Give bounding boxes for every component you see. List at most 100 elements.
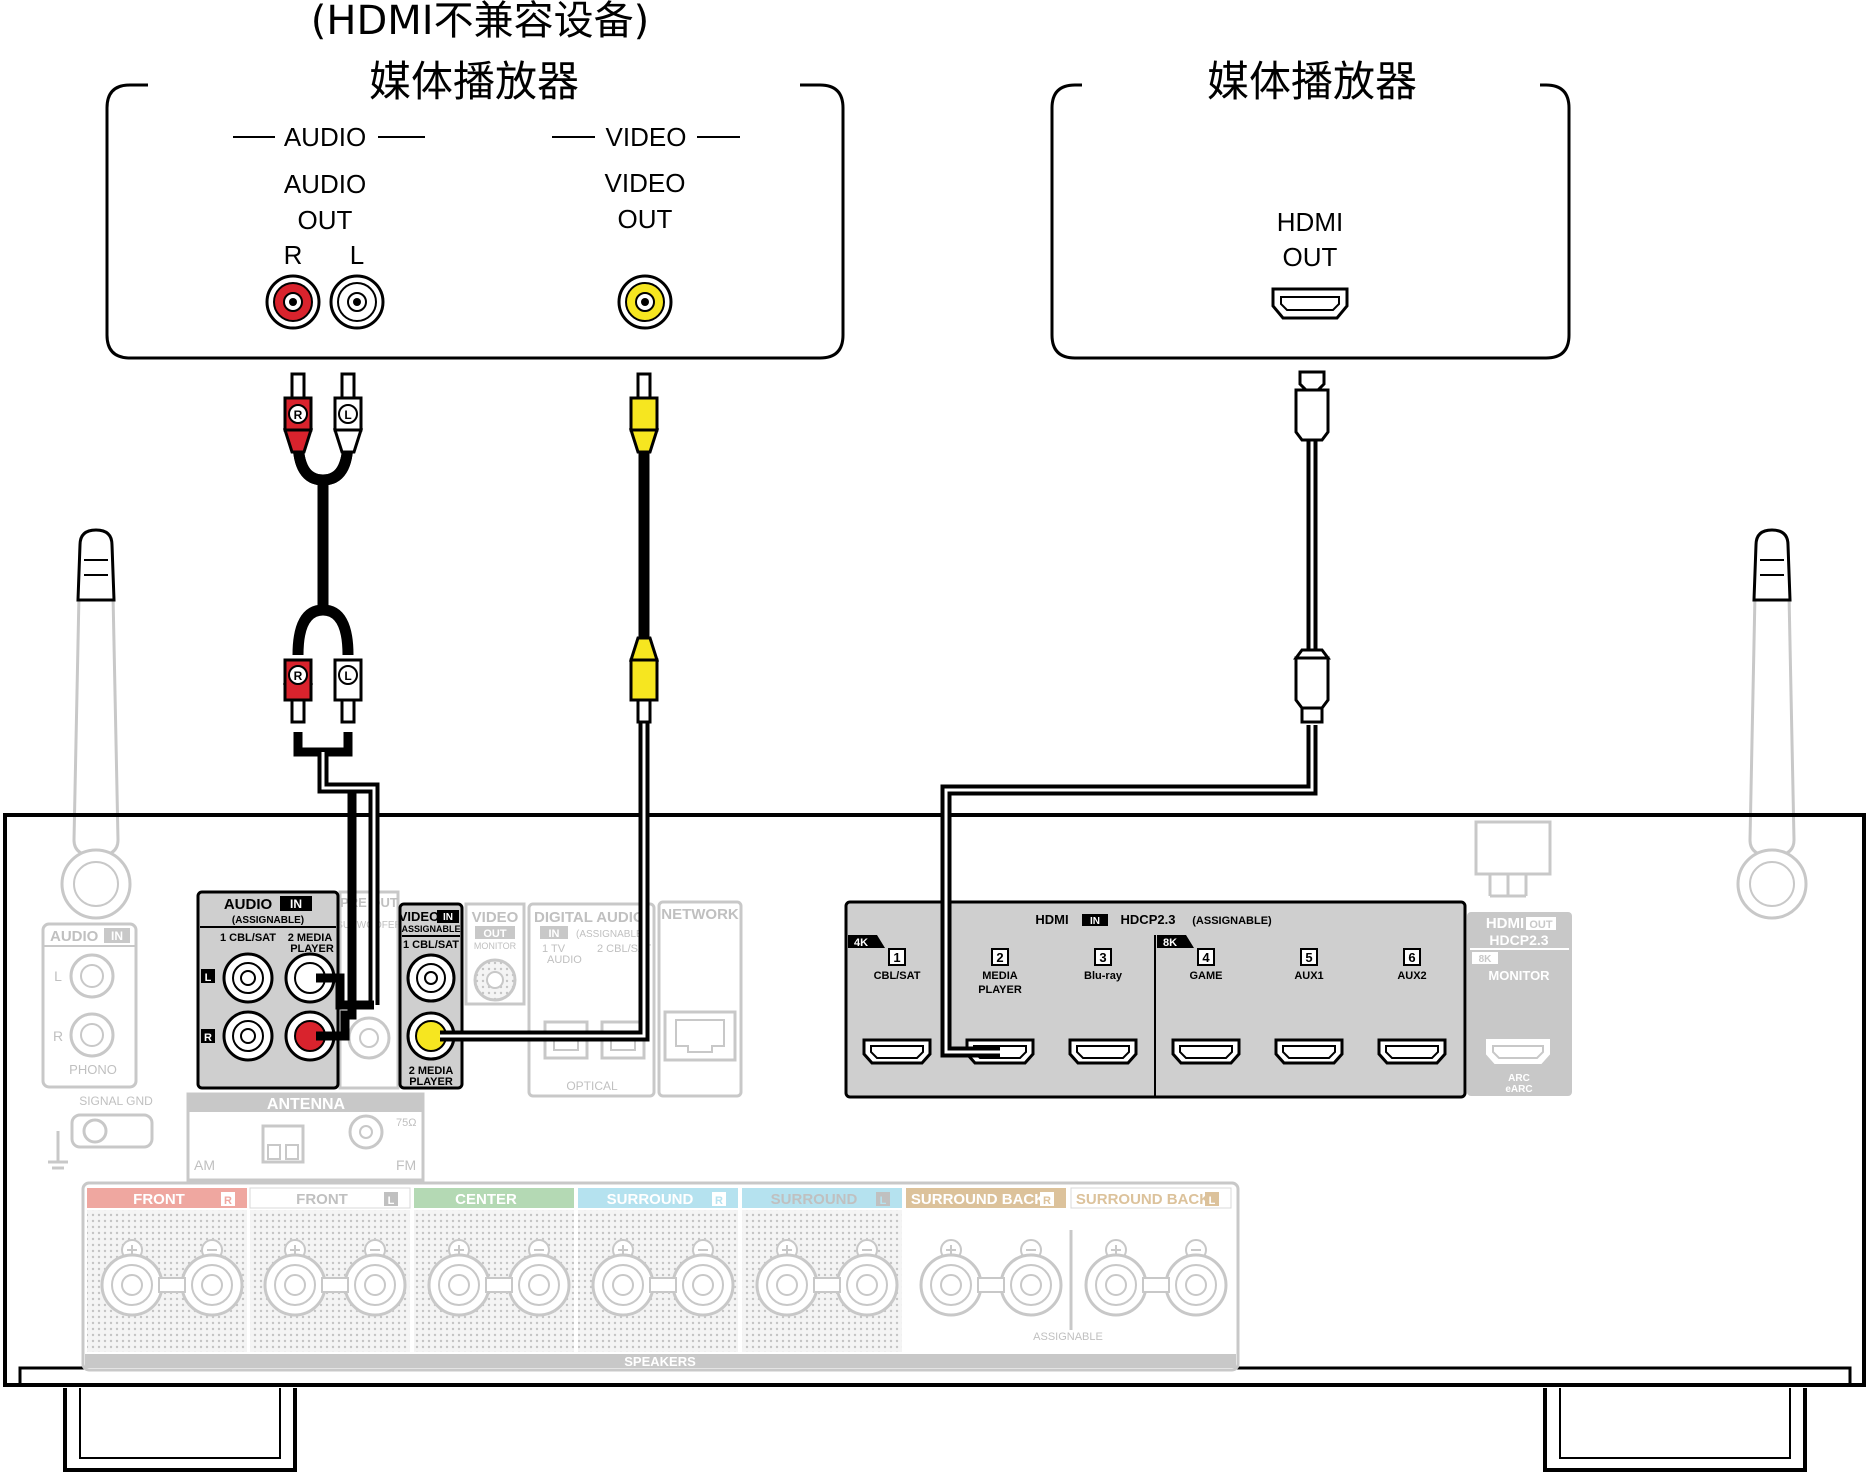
antenna-right-icon: [1736, 533, 1808, 920]
hdmi-port-number: 1: [893, 950, 900, 965]
brand-logo: [1474, 820, 1552, 898]
video-group-label: VIDEO: [606, 122, 687, 152]
speakers-panel: SPEAKERS ASSIGNABLE FRONT R FRONT L CENTER SU…: [81, 1181, 1240, 1372]
speaker-group-2: CENTER: [414, 1188, 574, 1208]
audio-out-label-2: OUT: [298, 205, 353, 235]
digital-p1a: 1 TV: [542, 943, 566, 955]
digital-audio-panel: DIGITAL AUDIO IN (ASSIGNABLE) 1 TV AUDIO…: [527, 902, 656, 1098]
audio-in-badge: IN: [290, 897, 302, 911]
hdmi-port-label: AUX1: [1294, 970, 1323, 982]
hdmi-out-earc: eARC: [1505, 1084, 1532, 1095]
rca-plug-top-r: R: [282, 372, 314, 454]
hdmi-in-hdcp: HDCP2.3: [1121, 912, 1176, 927]
hdmi-port-label: Blu-ray: [1084, 970, 1123, 982]
hdmi-in-tag4k: 4K: [854, 937, 868, 949]
speaker-group-label: CENTER: [455, 1191, 517, 1208]
hdmi-port-icon: [1068, 1038, 1138, 1065]
audio-in-panel: AUDIO IN (ASSIGNABLE) 1 CBL/SAT 2 MEDIA …: [196, 890, 340, 1090]
phono-label: PHONO: [69, 1062, 117, 1077]
speaker-group-label: SURROUND: [771, 1191, 858, 1208]
hdmi-out-arc: ARC: [1508, 1073, 1530, 1084]
rca-plug-bottom-r: R: [282, 658, 314, 724]
l-label: L: [350, 240, 364, 270]
hdmi-out-title: HDMI: [1486, 915, 1524, 932]
antenna-title: ANTENNA: [267, 1096, 346, 1113]
audio-out-label: AUDIO: [284, 169, 366, 199]
hdmi-port-icon: [1377, 1038, 1447, 1065]
rca-jack-video: [617, 274, 673, 330]
speakers-label: SPEAKERS: [624, 1354, 696, 1369]
speaker-group-label: SURROUND: [607, 1191, 694, 1208]
hdmi-port-number: 4: [1202, 950, 1210, 965]
video-out-sub: MONITOR: [474, 941, 517, 951]
hdmi-out-badge: OUT: [1529, 919, 1553, 931]
hdmi-out-tag: 8K: [1479, 954, 1493, 965]
hdmi-port-number: 6: [1408, 950, 1415, 965]
speaker-group-1: FRONT L: [249, 1187, 411, 1209]
hdmi-port-icon: [862, 1038, 932, 1065]
speaker-terminal-icon: [263, 1239, 327, 1317]
video-out-label-2: OUT: [618, 204, 673, 234]
audio-in-col1: 1 CBL/SAT: [220, 932, 276, 944]
assignable-label: ASSIGNABLE: [1033, 1331, 1103, 1343]
video-in-badge: IN: [443, 912, 453, 923]
speaker-terminal-icon: [591, 1239, 655, 1317]
antenna-left-icon: [60, 533, 132, 920]
digital-foot: OPTICAL: [566, 1079, 618, 1093]
hdmi-in-panel: HDMI IN HDCP2.3 (ASSIGNABLE) 4K 8K 1CBL/…: [844, 900, 1467, 1099]
speaker-group-label: SURROUND BACK: [911, 1191, 1045, 1208]
rca-jack-r: [265, 274, 321, 330]
hdmi-port-label: MEDIA: [982, 970, 1018, 982]
hdmi-port-label: CBL/SAT: [874, 970, 921, 982]
device-note: (HDMI不兼容设备): [311, 0, 649, 44]
digital-badge: IN: [549, 928, 560, 940]
speaker-channel-label: R: [1043, 1195, 1051, 1207]
video-out-panel: VIDEO OUT MONITOR: [464, 902, 526, 1006]
left-media-player: (HDMI不兼容设备) 媒体播放器 AUDIO VIDEO AUDIO OUT …: [105, 0, 845, 360]
speaker-terminal-icon: [180, 1239, 244, 1317]
rca-jack-l: [329, 274, 385, 330]
speaker-channel-label: R: [224, 1195, 232, 1207]
plug-r-label: R: [294, 408, 303, 422]
hdmi-in-assign: (ASSIGNABLE): [1192, 915, 1272, 927]
speaker-group-label: FRONT: [133, 1191, 185, 1208]
network-panel: NETWORK: [657, 900, 743, 1098]
hdmi-port-icon: [1271, 287, 1349, 320]
hdmi-port-icon: [1171, 1038, 1241, 1065]
rca-plug-bottom-l: L: [333, 658, 363, 724]
video-out-label: VIDEO: [605, 168, 686, 198]
video-out-title: VIDEO: [472, 909, 519, 926]
phono-panel: AUDIO IN L R PHONO: [41, 922, 138, 1089]
plug-l-label-2: L: [344, 669, 351, 683]
speaker-group-label: SURROUND BACK: [1076, 1191, 1210, 1208]
phono-badge: IN: [111, 929, 123, 943]
phono-r: R: [53, 1028, 63, 1044]
antenna-am: AM: [194, 1157, 215, 1173]
hdmi-plug-bottom: [1293, 648, 1331, 724]
hdmi-out-label-2: OUT: [1283, 242, 1338, 272]
hdmi-port-icon: [1274, 1038, 1344, 1065]
rca-plug-top-video: [628, 372, 660, 454]
hdmi-in-badge: IN: [1090, 916, 1100, 927]
rca-plug-top-l: L: [332, 372, 364, 454]
video-in-title: VIDEO: [399, 909, 439, 924]
phono-title: AUDIO: [50, 928, 99, 945]
antenna-fm: FM: [396, 1157, 416, 1173]
hdmi-out-label: HDMI: [1277, 207, 1343, 237]
hdmi-port-number: 5: [1305, 950, 1312, 965]
rca-plug-bottom-video: [628, 636, 660, 724]
signal-gnd-label: SIGNAL GND: [79, 1094, 153, 1108]
phono-l: L: [54, 968, 62, 984]
speaker-channel-label: R: [715, 1195, 723, 1207]
speaker-channel-label: L: [388, 1195, 395, 1207]
speaker-group-label: FRONT: [296, 1191, 348, 1208]
audio-in-title: AUDIO: [224, 896, 273, 913]
hdmi-in-tag8k: 8K: [1163, 937, 1177, 949]
digital-title: DIGITAL AUDIO: [534, 909, 645, 926]
